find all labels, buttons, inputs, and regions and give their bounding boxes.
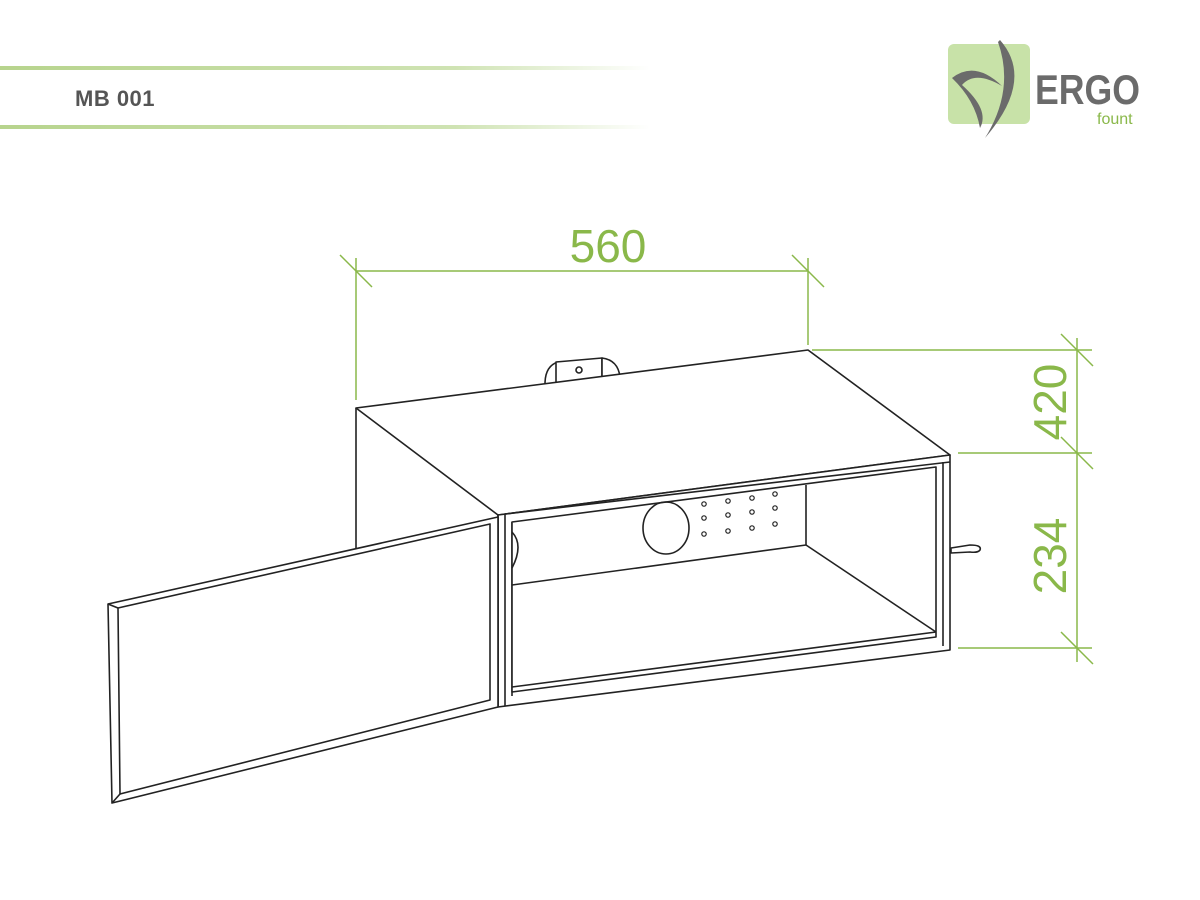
svg-text:fount: fount xyxy=(1097,111,1133,128)
svg-text:ERGO: ERGO xyxy=(1035,66,1140,113)
dimension-depth-height: 420 234 xyxy=(812,333,1094,665)
svg-text:560: 560 xyxy=(570,220,647,272)
ergo-fount-logo: ERGO fount xyxy=(948,40,1140,138)
header-line-bottom xyxy=(0,125,650,129)
dimension-width: 560 xyxy=(339,220,825,400)
header-line-top xyxy=(0,66,650,70)
svg-text:420: 420 xyxy=(1024,364,1076,441)
svg-text:234: 234 xyxy=(1024,518,1076,595)
model-title: MB 001 xyxy=(75,86,156,111)
cabinet-drawing xyxy=(107,349,982,804)
